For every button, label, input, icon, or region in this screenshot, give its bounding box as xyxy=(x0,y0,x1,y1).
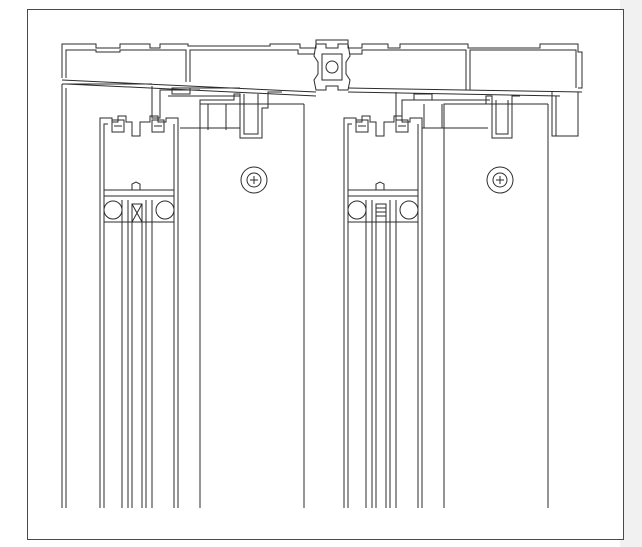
left-sash-profile xyxy=(100,116,178,508)
phillips-screw-icon xyxy=(241,167,267,193)
drawing-sheet xyxy=(27,9,624,540)
head-frame-profile xyxy=(62,40,582,96)
left-panel xyxy=(180,92,304,508)
phillips-screw-icon xyxy=(487,167,513,193)
left-jamb xyxy=(62,84,240,508)
right-panel xyxy=(444,96,548,508)
right-sash-profile xyxy=(344,116,422,508)
viewer-side-strip xyxy=(620,0,642,547)
right-track xyxy=(396,92,490,128)
right-end-cap xyxy=(552,92,578,136)
